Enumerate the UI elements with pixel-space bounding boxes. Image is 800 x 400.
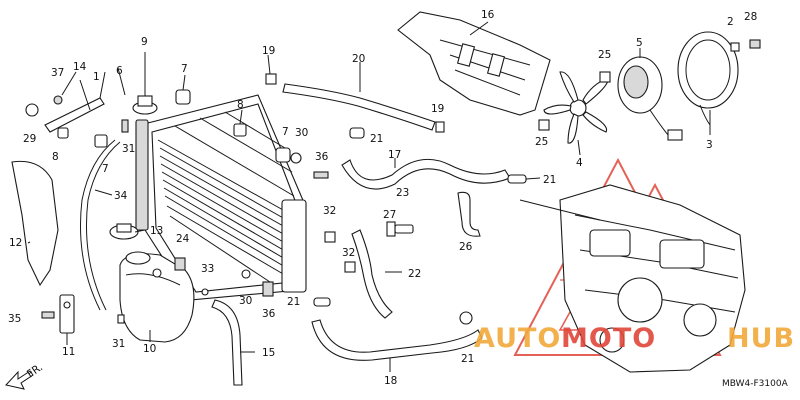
callout-34: 34 <box>114 190 128 202</box>
callout-32b: 32 <box>342 247 355 259</box>
callout-8a: 8 <box>237 99 244 111</box>
callout-30a: 30 <box>295 127 308 139</box>
callout-21c: 21 <box>287 296 300 308</box>
callout-29: 29 <box>23 133 36 145</box>
callout-23: 23 <box>396 187 409 199</box>
callout-3: 3 <box>706 139 713 151</box>
hose-15 <box>211 299 243 386</box>
callout-4: 4 <box>576 157 583 169</box>
callout-7c: 7 <box>102 163 109 175</box>
callout-15: 15 <box>262 347 275 359</box>
callout-30b: 30 <box>239 295 252 307</box>
callout-25a: 25 <box>598 49 611 61</box>
bracket-11 <box>59 294 75 334</box>
callout-18: 18 <box>384 375 397 387</box>
callout-7a: 7 <box>181 63 188 75</box>
callout-36b: 36 <box>262 308 276 320</box>
callout-27: 27 <box>383 209 396 221</box>
callout-19b: 19 <box>431 103 444 115</box>
callout-5: 5 <box>636 37 643 49</box>
callout-7b: 7 <box>282 126 289 138</box>
callout-31a: 31 <box>122 143 135 155</box>
arrow-icon <box>5 370 34 390</box>
watermark-text: AUTO MOTO HUB <box>474 323 795 354</box>
watermark-brand-hub: HUB <box>727 323 795 354</box>
hose-18 <box>311 319 483 361</box>
callout-1: 1 <box>93 71 100 83</box>
callout-21d: 21 <box>461 353 474 365</box>
callout-33: 33 <box>201 263 214 275</box>
reserve-tank <box>119 251 195 343</box>
callouts: 1 2 3 4 5 6 7 7 7 8 8 9 10 11 12 13 14 1… <box>8 9 757 387</box>
callout-32a: 32 <box>323 205 336 217</box>
watermark-brand-moto: MOTO <box>561 323 656 354</box>
hose-20 <box>282 83 436 131</box>
callout-8b: 8 <box>52 151 59 163</box>
callout-16: 16 <box>481 9 495 21</box>
callout-24: 24 <box>176 233 190 245</box>
hose-17 <box>341 158 511 190</box>
leader-lines <box>27 21 711 372</box>
engine <box>559 184 746 373</box>
callout-21b: 21 <box>543 174 556 186</box>
cap-13 <box>109 223 139 240</box>
left-shroud-12 <box>11 160 59 287</box>
callout-37: 37 <box>51 67 64 79</box>
fan-blade <box>543 71 609 144</box>
callout-25b: 25 <box>535 136 548 148</box>
callout-2: 2 <box>727 16 734 28</box>
fan-motor <box>617 56 683 141</box>
fasteners <box>25 39 761 325</box>
callout-19a: 19 <box>262 45 275 57</box>
radiator <box>135 94 307 301</box>
callout-14: 14 <box>73 61 87 73</box>
hose-34 <box>80 139 121 311</box>
callout-20: 20 <box>352 53 365 65</box>
callout-13: 13 <box>150 225 163 237</box>
hose-clamp-26 <box>457 191 481 237</box>
stay-1 <box>44 97 105 133</box>
callout-17: 17 <box>388 149 401 161</box>
fan-bracket <box>677 31 739 126</box>
callout-21a: 21 <box>370 133 383 145</box>
front-direction-indicator: FR. <box>5 361 45 390</box>
callout-12: 12 <box>9 237 22 249</box>
callout-26: 26 <box>459 241 473 253</box>
callout-9: 9 <box>141 36 148 48</box>
fan-shroud <box>397 11 551 116</box>
radiator-cap <box>132 95 158 115</box>
callout-31b: 31 <box>112 338 125 350</box>
callout-6: 6 <box>116 65 123 77</box>
callout-22: 22 <box>408 268 421 280</box>
callout-36a: 36 <box>315 151 329 163</box>
hose-22 <box>351 229 393 319</box>
callout-35: 35 <box>8 313 21 325</box>
callout-11: 11 <box>62 346 75 358</box>
thermo-switch <box>386 221 414 237</box>
callout-10: 10 <box>143 343 156 355</box>
watermark-brand-auto: AUTO <box>474 323 561 354</box>
diagram-code: MBW4-F3100A <box>722 379 789 389</box>
callout-28: 28 <box>744 11 757 23</box>
